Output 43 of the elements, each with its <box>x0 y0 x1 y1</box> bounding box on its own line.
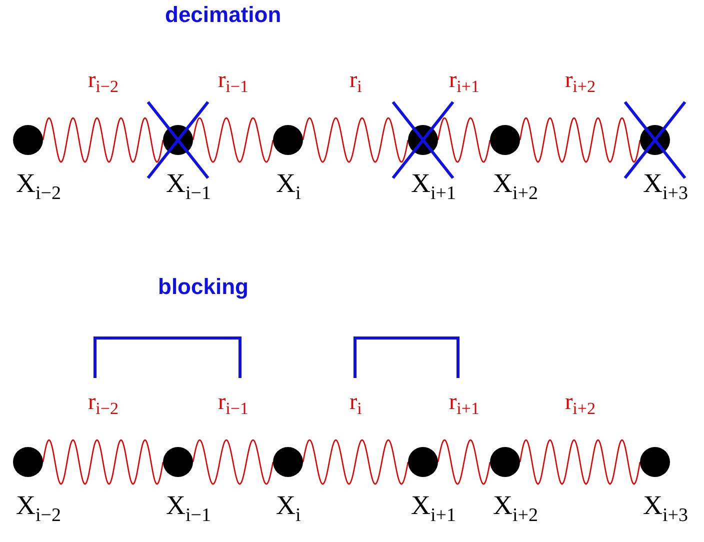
spring <box>437 117 491 163</box>
edge-label: r$_{i+2}$ <box>565 68 596 95</box>
node-circle <box>640 447 670 477</box>
edge-label: r$_{i+2}$ <box>565 390 596 417</box>
edge-label: r$_{i−1}$ <box>218 390 248 417</box>
spring <box>192 439 274 485</box>
node-circle <box>163 447 193 477</box>
edge-label: r$_{i}$ <box>350 68 362 95</box>
spring <box>519 439 641 485</box>
node-label: X$_{i}$ <box>276 170 301 203</box>
edge-label: r$_{i−2}$ <box>88 390 118 417</box>
spring <box>302 439 409 485</box>
spring <box>42 117 164 163</box>
section-title: blocking <box>158 274 248 300</box>
node-label: X$_{i}$ <box>276 492 301 525</box>
edge-label: r$_{i}$ <box>350 390 362 417</box>
edge-label: r$_{i+1}$ <box>449 68 480 95</box>
node-circle <box>273 125 303 155</box>
node-label: X$_{i−1}$ <box>166 170 211 203</box>
node-label: X$_{i+3}$ <box>643 492 688 525</box>
edge-label: r$_{i−1}$ <box>218 68 248 95</box>
node-circle <box>13 447 43 477</box>
edge-label: r$_{i−2}$ <box>88 68 118 95</box>
spring <box>302 117 409 163</box>
node-label: X$_{i+1}$ <box>411 492 456 525</box>
node-label: X$_{i+3}$ <box>643 170 688 203</box>
spring <box>192 117 274 163</box>
edge-label: r$_{i+1}$ <box>449 390 480 417</box>
node-circle <box>408 447 438 477</box>
spring <box>519 117 641 163</box>
node-circle <box>490 125 520 155</box>
node-label: X$_{i−1}$ <box>166 492 211 525</box>
spring <box>437 439 491 485</box>
section-title: decimation <box>165 2 282 28</box>
node-label: X$_{i+2}$ <box>493 492 538 525</box>
node-label: X$_{i−2}$ <box>16 170 61 203</box>
node-label: X$_{i−2}$ <box>16 492 61 525</box>
node-label: X$_{i+1}$ <box>411 170 456 203</box>
node-label: X$_{i+2}$ <box>493 170 538 203</box>
node-circle <box>273 447 303 477</box>
node-circle <box>490 447 520 477</box>
spring <box>42 439 164 485</box>
node-circle <box>13 125 43 155</box>
